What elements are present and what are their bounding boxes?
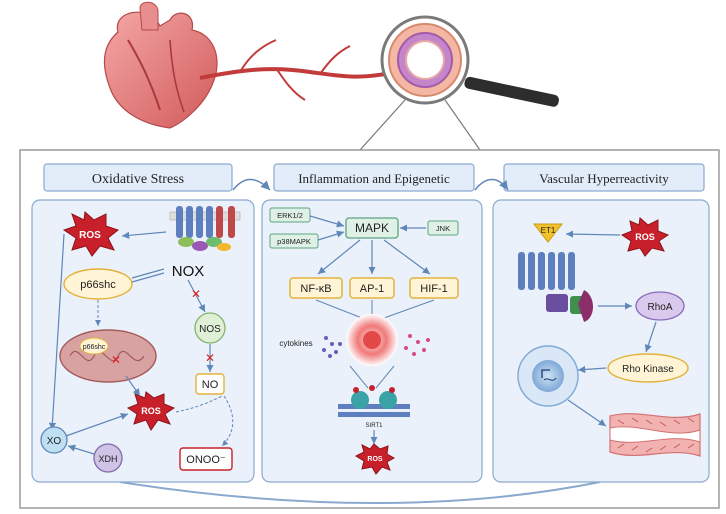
constricted-vessel-icon bbox=[609, 413, 701, 457]
ros-label-middle: ROS bbox=[367, 456, 383, 463]
cell-nucleus-icon bbox=[517, 345, 579, 407]
connector-middle-right bbox=[474, 178, 509, 191]
arrow-cell-vessel bbox=[567, 399, 607, 427]
p66shc-label: p66shc bbox=[80, 279, 116, 291]
mapk-label: MAPK bbox=[355, 221, 389, 235]
rhoa-node: RhoA bbox=[635, 291, 685, 321]
panel-vascular bbox=[492, 199, 710, 483]
nox-protein-icon bbox=[169, 206, 241, 251]
jnk-node: JNK bbox=[427, 220, 459, 236]
panel-header-right: Vascular Hyperreactivity bbox=[503, 163, 705, 192]
link-ros-no bbox=[175, 395, 223, 413]
nos-node: NOS bbox=[194, 312, 226, 344]
link-nfkb-inflam bbox=[315, 299, 363, 319]
link-p66shc-nox bbox=[131, 268, 165, 279]
nfkb-node: NF-κB bbox=[289, 277, 343, 299]
ros-burst-mid: ROS bbox=[126, 391, 176, 431]
heart-illustration bbox=[103, 1, 218, 129]
arrow-ros-xo bbox=[48, 233, 65, 431]
arrow-mapk-nfkb bbox=[317, 239, 361, 275]
link-hif1-inflam bbox=[383, 299, 435, 319]
link-cyto-dna-l bbox=[349, 365, 369, 389]
ros-label-right: ROS bbox=[635, 232, 655, 242]
ros-burst-top: ROS bbox=[62, 210, 120, 257]
xo-node: XO bbox=[40, 426, 68, 454]
artery-illustration bbox=[199, 39, 396, 101]
rhoa-label: RhoA bbox=[647, 302, 672, 313]
panel-title-oxidative-stress: Oxidative Stress bbox=[92, 172, 184, 187]
et1-node: ET1 bbox=[532, 223, 564, 243]
arrow-no-onoo bbox=[221, 395, 234, 447]
p38-node: p38MAPK bbox=[269, 233, 319, 249]
arrow-ros-et1 bbox=[565, 230, 621, 238]
nox-label: NOX bbox=[172, 263, 205, 280]
mito-p66shc-label: p66shc bbox=[83, 344, 106, 351]
onoo-node: ONOO⁻ bbox=[179, 447, 233, 471]
ros-label-mid: ROS bbox=[141, 406, 161, 416]
ros-burst-middle: ROS bbox=[354, 443, 396, 475]
panel-header-left: Oxidative Stress bbox=[43, 163, 233, 192]
inflammation-cell-icon bbox=[346, 314, 398, 366]
arrow-xdh-xo bbox=[67, 444, 95, 455]
mitochondrion-icon: p66shc ✕ bbox=[59, 329, 157, 383]
arrow-nox-ros bbox=[121, 231, 167, 239]
ros-burst-right: ROS bbox=[620, 217, 670, 257]
p38-label: p38MAPK bbox=[277, 237, 311, 246]
p66shc-node: p66shc bbox=[63, 268, 133, 300]
link-cyto-dna-r bbox=[375, 365, 395, 389]
rho-kinase-label: Rho Kinase bbox=[622, 364, 674, 375]
cytokine-dots-right bbox=[404, 334, 430, 356]
arrow-erk-mapk bbox=[309, 215, 345, 228]
ap1-node: AP-1 bbox=[349, 277, 395, 299]
nos-label: NOS bbox=[199, 324, 221, 335]
cytokine-dots-left bbox=[322, 336, 342, 358]
link-p66shc-nox-2 bbox=[131, 272, 165, 283]
svg-text:✕: ✕ bbox=[111, 353, 121, 367]
onoo-label: ONOO⁻ bbox=[186, 454, 226, 466]
receptor-protein-icon bbox=[518, 252, 593, 322]
xdh-node: XDH bbox=[93, 443, 123, 473]
xdh-label: XDH bbox=[98, 454, 117, 464]
xo-label: XO bbox=[47, 436, 62, 447]
inhibit-mark-1: ✕ bbox=[191, 287, 201, 301]
bottom-arc bbox=[119, 481, 601, 504]
sirt1-label: SIRT1 bbox=[366, 423, 384, 429]
magnifier-illustration bbox=[359, 15, 559, 151]
panel-title-vascular: Vascular Hyperreactivity bbox=[539, 171, 669, 186]
hif1-node: HIF-1 bbox=[409, 277, 459, 299]
arrow-rhoa-rhokinase bbox=[644, 321, 657, 353]
nfkb-label: NF-κB bbox=[300, 283, 331, 295]
jnk-label: JNK bbox=[436, 224, 450, 233]
erk-label: ERK1/2 bbox=[277, 211, 303, 220]
panel-title-inflammation: Inflammation and Epigenetic bbox=[298, 171, 450, 186]
hif1-label: HIF-1 bbox=[420, 283, 448, 295]
panel-header-middle: Inflammation and Epigenetic bbox=[273, 163, 475, 192]
ap1-label: AP-1 bbox=[360, 283, 384, 295]
mapk-node: MAPK bbox=[345, 217, 399, 239]
arrow-xo-ros bbox=[65, 413, 129, 437]
ros-label-top: ROS bbox=[79, 230, 101, 241]
connector-left-middle bbox=[232, 178, 271, 191]
dna-sirt1-icon: SIRT1 bbox=[338, 385, 410, 429]
arrow-rhokinase-cell bbox=[577, 365, 607, 374]
et1-label: ET1 bbox=[541, 226, 556, 235]
rho-kinase-node: Rho Kinase bbox=[607, 353, 689, 383]
arrow-mito-ros bbox=[125, 375, 141, 397]
arrow-nox-nos bbox=[187, 279, 206, 313]
arrow-p38-mapk bbox=[317, 230, 345, 241]
no-label: NO bbox=[202, 379, 219, 391]
cytokines-label: cytokines bbox=[279, 339, 312, 348]
no-node: NO bbox=[195, 373, 225, 395]
arrow-mapk-hif1 bbox=[383, 239, 431, 275]
inhibit-mark-2: ✕ bbox=[205, 351, 215, 365]
erk-node: ERK1/2 bbox=[269, 207, 311, 223]
